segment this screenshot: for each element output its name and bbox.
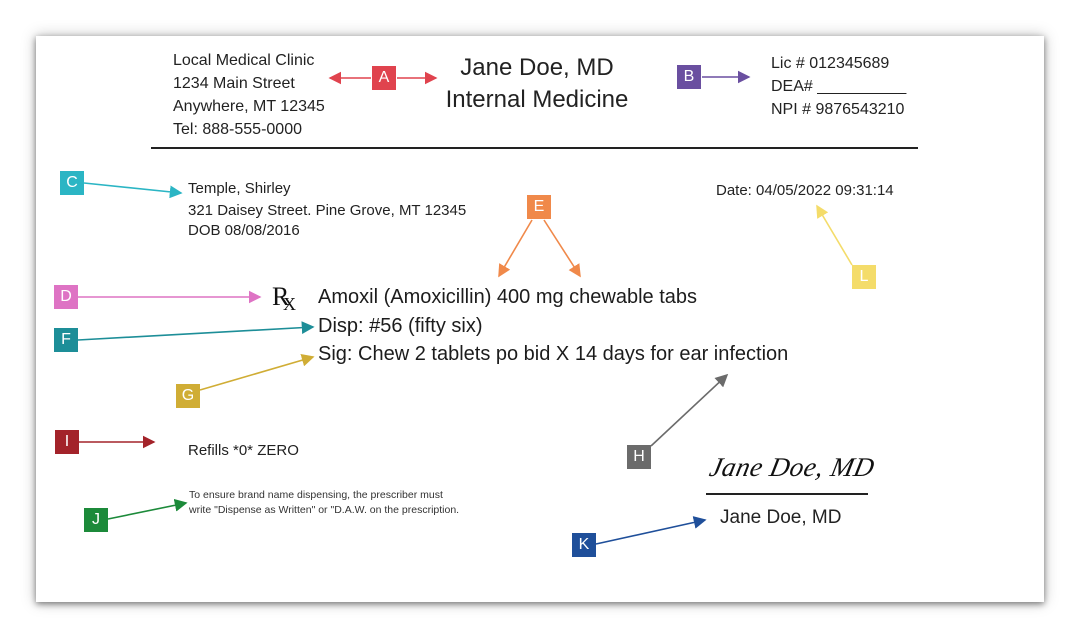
sig-line: Sig: Chew 2 tablets po bid X 14 days for… <box>318 343 789 365</box>
patient-address: 321 Daisey Street. Pine Grove, MT 12345 <box>188 202 467 219</box>
npi-number: NPI # 9876543210 <box>771 101 905 118</box>
callout-badge-l: L <box>852 265 876 289</box>
license-number: Lic # 012345689 <box>771 55 890 72</box>
callout-arrow-l <box>816 204 853 266</box>
prescriber-specialty: Internal Medicine <box>445 86 629 113</box>
callout-arrow-e-left <box>498 219 533 278</box>
callout-arrow-j <box>107 498 188 520</box>
dea-number: DEA# __________ <box>771 78 907 95</box>
daw-note-line-1: To ensure brand name dispensing, the pre… <box>189 489 443 501</box>
callout-badge-b: B <box>677 65 701 89</box>
refills-line: Refills *0* ZERO <box>188 442 299 459</box>
callout-badge-e: E <box>527 195 551 219</box>
callout-arrow-k <box>595 516 707 545</box>
callout-badge-g: G <box>176 384 200 408</box>
callout-badge-a: A <box>372 66 396 90</box>
callout-arrow-g <box>199 353 315 391</box>
drug-line: Amoxil (Amoxicillin) 400 mg chewable tab… <box>318 286 698 308</box>
dispense-line: Disp: #56 (fifty six) <box>318 315 483 337</box>
callout-arrow-e-right <box>543 219 581 278</box>
patient-name: Temple, Shirley <box>188 180 291 197</box>
callout-badge-c: C <box>60 171 84 195</box>
callout-badge-i: I <box>55 430 79 454</box>
clinic-street: 1234 Main Street <box>173 75 295 92</box>
callout-badge-f: F <box>54 328 78 352</box>
callout-badge-j: J <box>84 508 108 532</box>
callout-arrow-c <box>83 182 183 199</box>
daw-note-line-2: write "Dispense as Written" or "D.A.W. o… <box>189 504 460 516</box>
callout-badge-h: H <box>627 445 651 469</box>
callout-badge-k: K <box>572 533 596 557</box>
prescriber-name: Jane Doe, MD <box>460 54 614 81</box>
prescription-date: Date: 04/05/2022 09:31:14 <box>716 182 894 199</box>
callout-arrow-f <box>77 321 315 341</box>
callout-arrow-h <box>650 373 729 447</box>
printed-signature: Jane Doe, MD <box>720 507 842 528</box>
clinic-name: Local Medical Clinic <box>173 52 315 69</box>
callout-badge-d: D <box>54 285 78 309</box>
patient-dob: DOB 08/08/2016 <box>188 222 300 239</box>
clinic-phone: Tel: 888-555-0000 <box>173 121 302 138</box>
clinic-city: Anywhere, MT 12345 <box>173 98 325 115</box>
prescription-card <box>36 36 1044 602</box>
